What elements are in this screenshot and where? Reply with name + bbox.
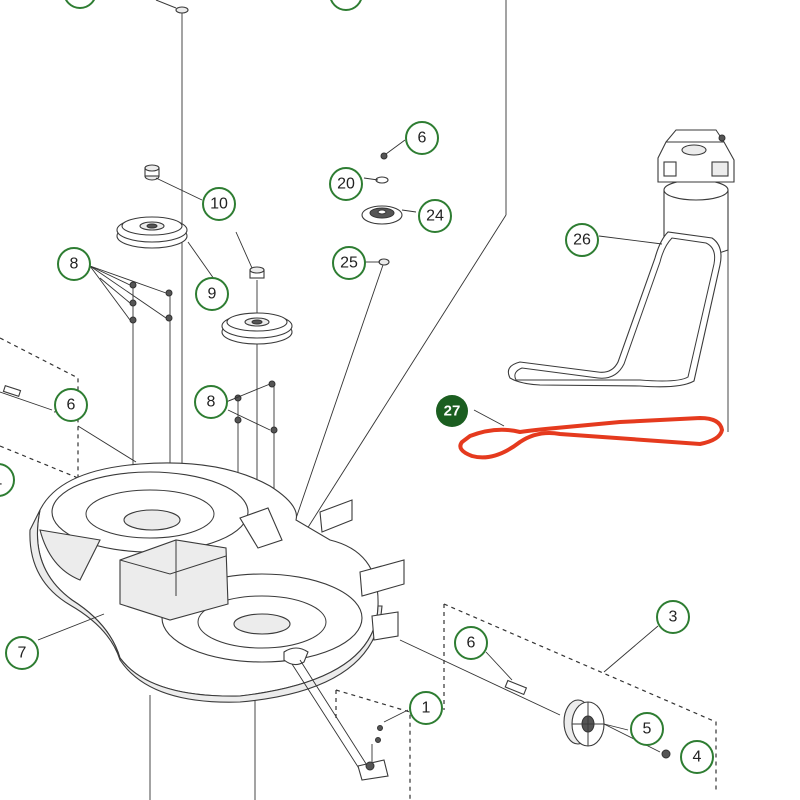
svg-text:27: 27 xyxy=(444,403,461,420)
electric-clutch xyxy=(657,129,735,257)
dashed-group-wheel xyxy=(443,603,717,790)
bolts-right xyxy=(234,380,278,434)
dashed-group-bracket xyxy=(335,689,411,800)
pulley-left xyxy=(116,216,188,249)
callout-6-lower: 6 xyxy=(454,626,488,660)
callout-leaders xyxy=(37,139,663,731)
callout-top-left: 1 xyxy=(65,0,95,9)
callout-5: 5 xyxy=(630,712,664,746)
svg-text:4: 4 xyxy=(693,749,702,766)
svg-text:14: 14 xyxy=(337,0,355,3)
idler-stack xyxy=(361,152,403,266)
highlighted-deck-belt xyxy=(458,415,725,460)
callout-10: 10 xyxy=(202,187,236,221)
callout-9: 9 xyxy=(195,277,229,311)
svg-text:5: 5 xyxy=(643,721,652,738)
pulley-right xyxy=(221,312,293,345)
callout-26: 26 xyxy=(565,223,599,257)
callout-6-top: 6 xyxy=(405,121,439,155)
callout-3: 3 xyxy=(656,600,690,634)
bottom-bracket xyxy=(291,659,389,781)
svg-text:3: 3 xyxy=(669,609,678,626)
callout-24: 24 xyxy=(418,199,452,233)
callout-8-upper: 8 xyxy=(57,247,91,281)
svg-text:1: 1 xyxy=(422,700,431,717)
top-bolt xyxy=(155,0,189,14)
svg-text:20: 20 xyxy=(337,176,355,193)
callout-6-left: 6 xyxy=(54,388,88,422)
callout-20: 20 xyxy=(329,167,363,201)
svg-text:1: 1 xyxy=(0,472,3,489)
svg-text:6: 6 xyxy=(67,397,76,414)
rod-right xyxy=(504,679,528,696)
svg-text:24: 24 xyxy=(426,208,444,225)
bolts-left xyxy=(129,281,173,324)
callout-4: 4 xyxy=(680,740,714,774)
svg-text:1: 1 xyxy=(76,0,85,1)
svg-text:10: 10 xyxy=(210,196,228,213)
svg-text:6: 6 xyxy=(418,130,427,147)
callout-7: 7 xyxy=(5,636,39,670)
mower-deck xyxy=(29,462,405,703)
callout-14: 14 xyxy=(330,0,362,11)
svg-text:8: 8 xyxy=(207,394,216,411)
svg-text:7: 7 xyxy=(18,645,27,662)
svg-text:8: 8 xyxy=(70,256,79,273)
callout-left-edge: 1 xyxy=(0,463,15,497)
callout-1: 1 xyxy=(409,691,443,725)
callout-25: 25 xyxy=(332,246,366,280)
callout-27-highlighted: 27 xyxy=(436,395,468,427)
nut-top-left xyxy=(144,164,160,181)
gauge-wheel xyxy=(563,699,671,759)
svg-text:25: 25 xyxy=(340,255,358,272)
svg-text:9: 9 xyxy=(208,286,217,303)
callout-8-lower: 8 xyxy=(194,385,228,419)
nut-mid xyxy=(249,266,265,279)
main-drive-belt xyxy=(507,231,722,388)
rod-left xyxy=(0,384,53,411)
svg-text:26: 26 xyxy=(573,232,591,249)
svg-text:6: 6 xyxy=(467,635,476,652)
dashed-group-left xyxy=(0,337,79,479)
